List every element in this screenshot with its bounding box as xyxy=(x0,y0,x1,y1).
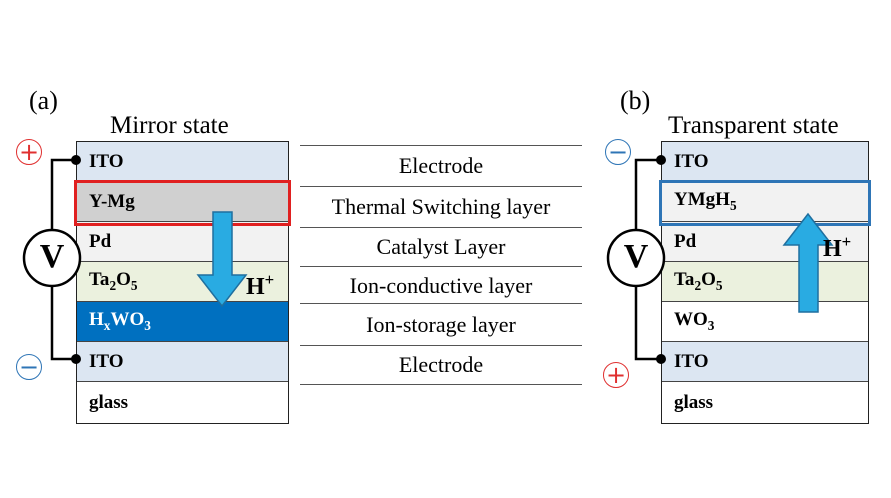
middle-label-ion-storage: Ion-storage layer xyxy=(366,312,516,337)
separator-line xyxy=(300,266,582,267)
panel-b-layer-ymgh5: YMgH5 xyxy=(662,182,868,222)
middle-label-catalyst: Catalyst Layer xyxy=(376,234,506,259)
panel-b-minus-sign: − xyxy=(605,139,631,165)
panel-a-layer-hxwo3: HxWO3 xyxy=(77,302,288,342)
panel-a-minus-sign: − xyxy=(16,354,42,380)
panel-b-plus-sign: + xyxy=(603,362,629,388)
panel-b-wire xyxy=(634,278,661,361)
panel-a-title: Mirror state xyxy=(110,112,229,139)
panel-b-layer-glass: glass xyxy=(662,382,868,423)
panel-b-layer-ito-top: ITO xyxy=(662,142,868,182)
panel-b-circuit xyxy=(606,155,666,364)
panel-a-layer-pd: Pd xyxy=(77,222,288,262)
panel-a-terminal-bottom xyxy=(71,354,81,364)
separator-line xyxy=(300,145,582,146)
panel-b-layer-ito-bottom: ITO xyxy=(662,342,868,382)
panel-a-h-plus-label: H+ xyxy=(246,270,275,300)
layer-label: ITO xyxy=(674,150,709,172)
panel-b-highlight-box xyxy=(659,180,871,226)
panel-b-voltmeter-label: V xyxy=(623,238,649,275)
panel-a-voltmeter-label: V xyxy=(39,238,65,275)
layer-label: Pd xyxy=(674,230,697,252)
panel-b-label: (b) xyxy=(620,86,651,115)
layer-label: ITO xyxy=(89,350,124,372)
layer-label: ITO xyxy=(89,150,124,172)
panel-a-layer-ta2o5: Ta2O5 xyxy=(77,262,288,302)
panel-a-layer-stack: ITO Y-Mg Pd Ta2O5 HxWO3 ITO glass xyxy=(76,141,289,424)
separator-line xyxy=(300,345,582,346)
panel-b-up-arrow xyxy=(782,212,834,313)
panel-b-terminal-top xyxy=(656,155,666,165)
panel-a-layer-y-mg: Y-Mg xyxy=(77,182,288,222)
layer-label: WO3 xyxy=(674,309,715,333)
layer-label: ITO xyxy=(674,350,709,372)
panel-b-h-plus-label: H+ xyxy=(823,232,852,262)
separator-line xyxy=(300,303,582,304)
panel-b-layer-wo3: WO3 xyxy=(662,302,868,342)
layer-label: HxWO3 xyxy=(89,309,151,333)
layer-label: Pd xyxy=(89,230,112,252)
panel-a-wire xyxy=(50,158,76,238)
middle-label-ion-conductive: Ion-conductive layer xyxy=(349,273,533,298)
separator-line xyxy=(300,227,582,228)
panel-b-layer-pd: Pd xyxy=(662,222,868,262)
separator-line xyxy=(300,186,582,187)
panel-b-title: Transparent state xyxy=(668,112,839,139)
layer-label: Ta2O5 xyxy=(674,269,723,293)
panel-b-layer-ta2o5: Ta2O5 xyxy=(662,262,868,302)
panel-a-voltmeter xyxy=(22,228,82,288)
middle-label-electrode-top: Electrode xyxy=(398,153,484,178)
panel-a-layer-glass: glass xyxy=(77,382,288,423)
panel-b-wire xyxy=(634,158,661,238)
panel-a-layer-ito-bottom: ITO xyxy=(77,342,288,382)
panel-a-highlight-box xyxy=(74,180,291,226)
panel-b-layer-stack: ITO YMgH5 Pd Ta2O5 WO3 ITO glass xyxy=(661,141,869,424)
panel-b-terminal-bottom xyxy=(656,354,666,364)
panel-a-plus-sign: + xyxy=(16,139,42,165)
layer-label: glass xyxy=(89,391,129,413)
layer-label: YMgH5 xyxy=(674,189,737,213)
panel-b-voltmeter xyxy=(606,228,666,288)
panel-a-wire xyxy=(50,278,76,361)
panel-a-circuit xyxy=(22,155,82,364)
panel-a-label: (a) xyxy=(29,86,58,115)
panel-a-down-arrow xyxy=(196,211,248,308)
layer-label: Y-Mg xyxy=(89,190,135,212)
separator-line xyxy=(300,384,582,385)
layer-label: glass xyxy=(674,391,714,413)
middle-label-thermal-switching: Thermal Switching layer xyxy=(331,194,551,219)
panel-a-terminal-top xyxy=(71,155,81,165)
middle-label-electrode-bottom: Electrode xyxy=(398,352,484,377)
layer-label: Ta2O5 xyxy=(89,269,138,293)
